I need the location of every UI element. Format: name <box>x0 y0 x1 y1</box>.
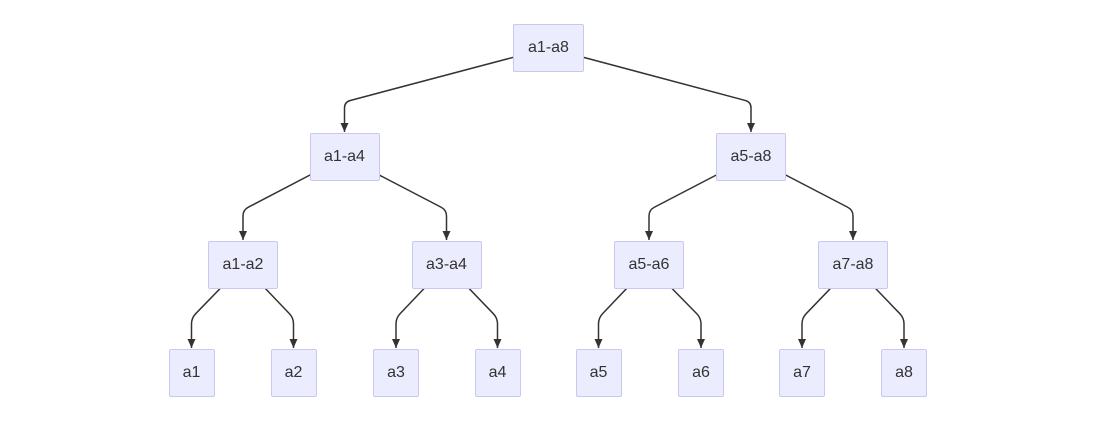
edge-a5-a6-to-a6 <box>648 264 705 348</box>
edge-a1-a8-to-a1-a4 <box>340 47 549 132</box>
edge-a5-a8-to-a7-a8 <box>750 156 857 240</box>
tree-node-label: a1-a2 <box>222 256 264 273</box>
tree-node-label: a7 <box>793 364 811 381</box>
tree-node-a4: a4 <box>474 349 521 397</box>
tree-node-label: a5-a8 <box>730 148 772 165</box>
tree-node-label: a1-a4 <box>324 148 365 165</box>
tree-node-label: a3 <box>387 364 405 381</box>
tree-node-a5-a8: a5-a8 <box>716 133 786 181</box>
edge-a1-a2-to-a2 <box>242 264 298 348</box>
edge-a3-a4-to-a4 <box>445 264 502 348</box>
tree-node-label: a5-a6 <box>628 256 670 273</box>
tree-node-a3-a4: a3-a4 <box>411 241 482 289</box>
tree-node-a1-a8: a1-a8 <box>513 24 584 72</box>
tree-node-a1-a2: a1-a2 <box>208 241 278 289</box>
edge-a5-a6-to-a5 <box>594 264 650 348</box>
edge-a7-a8-to-a8 <box>852 264 908 348</box>
edge-a1-a4-to-a1-a2 <box>239 156 345 240</box>
tree-node-a7: a7 <box>779 349 825 397</box>
edge-a7-a8-to-a7 <box>798 264 854 348</box>
tree-node-label: a3-a4 <box>426 256 467 273</box>
tree-node-label: a6 <box>692 364 710 381</box>
tree-node-a1: a1 <box>168 349 215 397</box>
tree-node-a5: a5 <box>575 349 622 397</box>
edge-a1-a2-to-a1 <box>187 264 244 348</box>
tree-node-label: a7-a8 <box>832 256 874 273</box>
tree-node-a1-a4: a1-a4 <box>309 133 380 181</box>
tree-node-a5-a6: a5-a6 <box>614 241 684 289</box>
tree-node-a2: a2 <box>270 349 317 397</box>
tree-node-a7-a8: a7-a8 <box>818 241 888 289</box>
tree-node-label: a4 <box>488 364 507 381</box>
edge-a1-a8-to-a5-a8 <box>548 47 755 132</box>
edge-a1-a4-to-a3-a4 <box>344 156 451 240</box>
tree-node-label: a2 <box>284 364 303 381</box>
tree-node-a6: a6 <box>678 349 724 397</box>
tree-node-label: a1 <box>182 364 201 381</box>
edge-a5-a8-to-a5-a6 <box>645 156 752 240</box>
edge-a3-a4-to-a3 <box>392 264 448 348</box>
tree-node-a8: a8 <box>881 349 927 397</box>
tree-node-a3: a3 <box>373 349 419 397</box>
tree-node-label: a8 <box>895 364 913 381</box>
tree-node-label: a5 <box>589 364 608 381</box>
tree-node-label: a1-a8 <box>528 39 569 56</box>
